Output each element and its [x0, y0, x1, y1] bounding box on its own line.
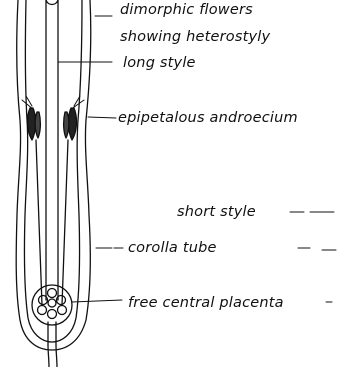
epipetalous-anthers — [22, 96, 84, 140]
corolla-inner-lining — [24, 0, 82, 342]
epipetalous-androecium-label: epipetalous androecium — [118, 110, 298, 126]
long-style-label: long style — [123, 55, 196, 71]
filaments — [36, 140, 68, 305]
short-style-label: short style — [177, 204, 256, 220]
long-style — [46, 0, 58, 300]
leader-lines — [58, 16, 336, 302]
free-central-placenta-label: free central placenta — [128, 295, 284, 311]
heterostyly-label: showing heterostyly — [120, 29, 271, 45]
pedicel — [48, 345, 57, 367]
dimorphic-flowers-label: dimorphic flowers — [120, 2, 253, 18]
corolla-tube-label: corolla tube — [128, 240, 217, 256]
